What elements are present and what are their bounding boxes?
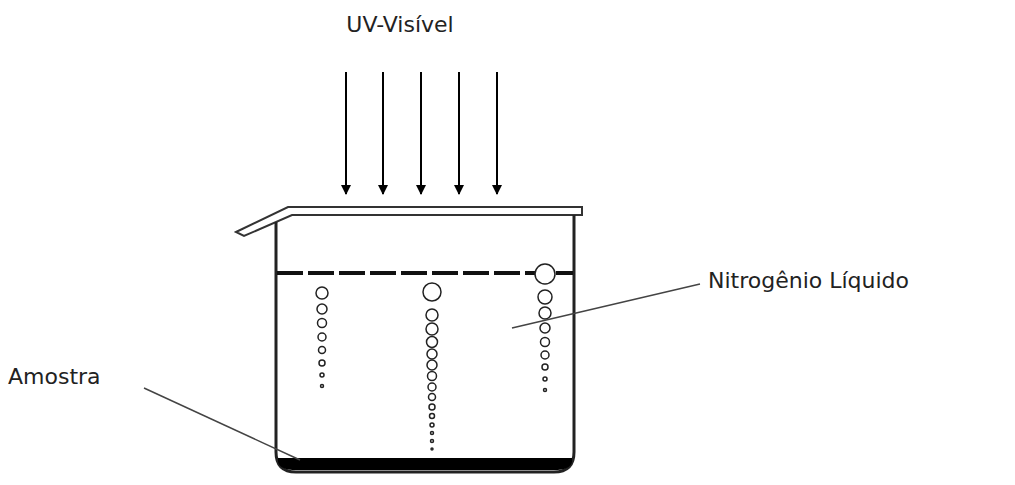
leader-line: [512, 284, 700, 328]
light-arrows: [346, 72, 497, 194]
beaker-body: [276, 215, 574, 472]
bubbles: [316, 264, 555, 450]
liquid-label: Nitrogênio Líquido: [708, 268, 909, 294]
liquid-surface: [277, 271, 573, 275]
beaker-rim: [236, 207, 582, 236]
sample-label: Amostra: [8, 364, 101, 390]
leader-line: [144, 388, 300, 460]
sample-layer: [278, 458, 572, 470]
light-label: UV-Visível: [346, 12, 453, 38]
